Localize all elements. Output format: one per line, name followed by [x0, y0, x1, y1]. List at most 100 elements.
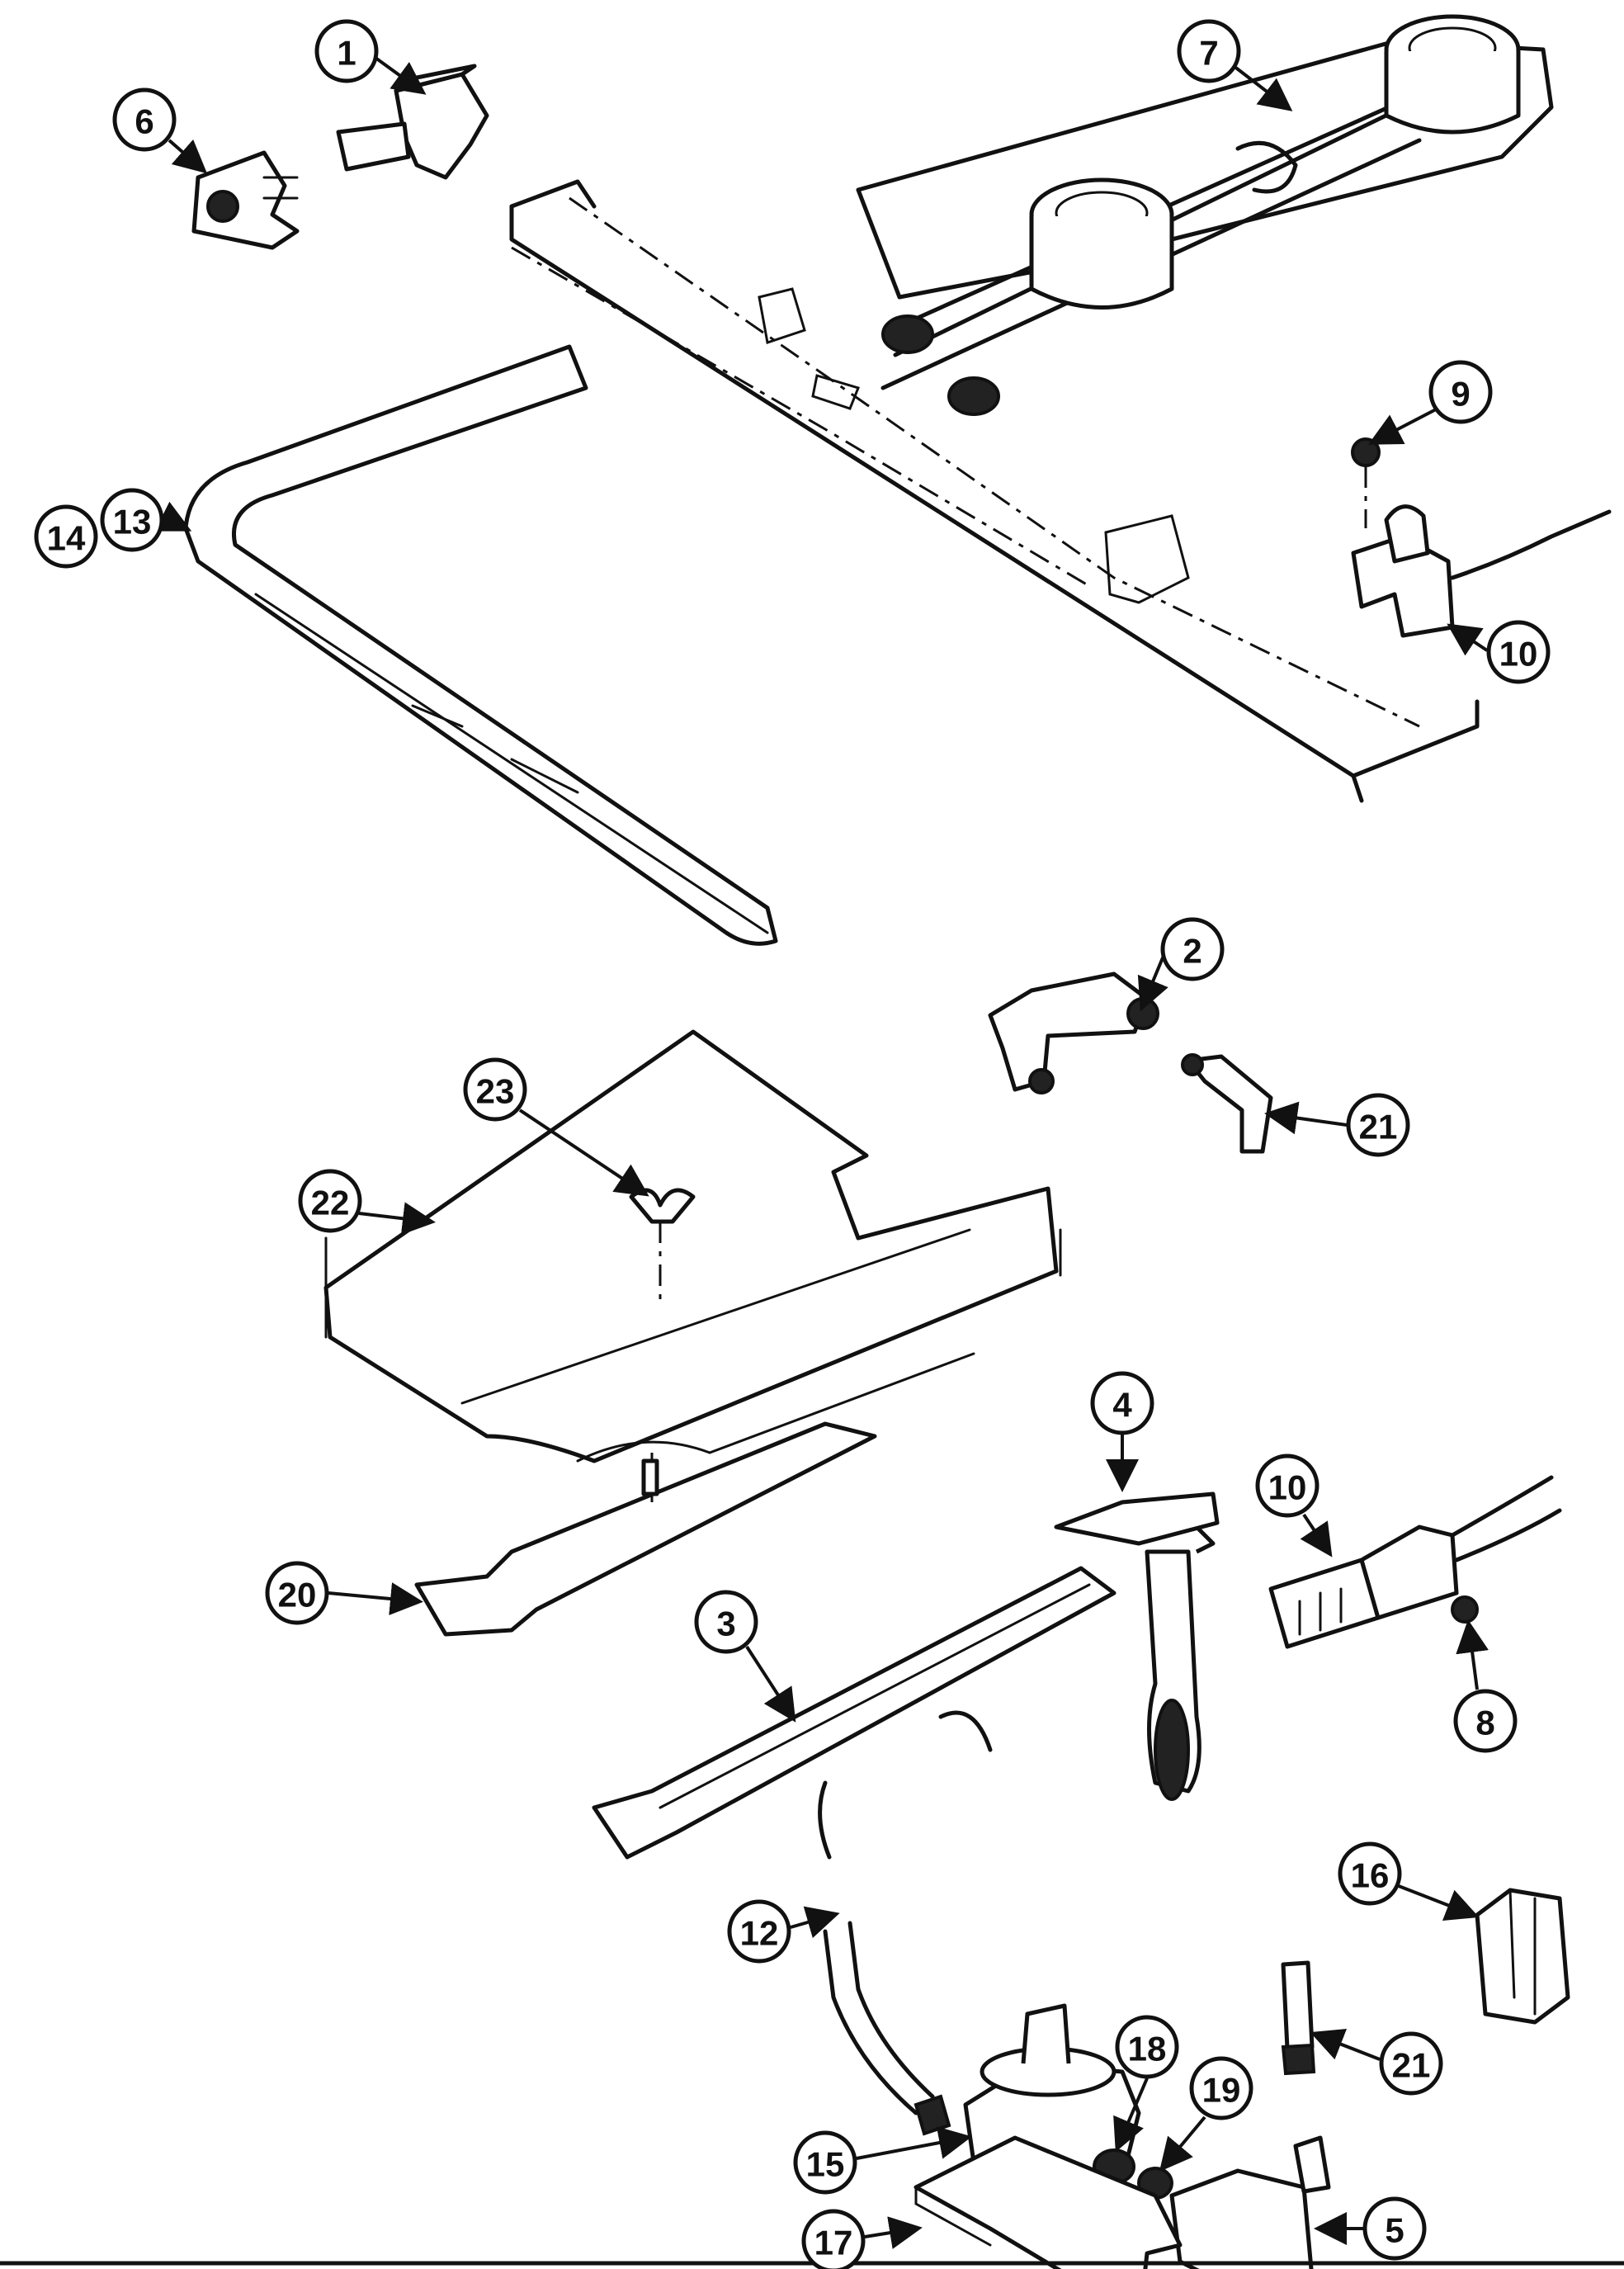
callout-bubble: [1379, 2031, 1443, 2096]
callout-5-4: 5: [1314, 2196, 1427, 2261]
callout-bubble: [694, 1590, 758, 1654]
callout-label: 6: [135, 102, 153, 141]
callout-label: 9: [1451, 375, 1470, 414]
callout-15-14: 15: [793, 2126, 972, 2195]
callout-bubble: [314, 19, 379, 83]
screw-part-8: [1451, 1595, 1479, 1624]
callout-label: 10: [1499, 635, 1538, 674]
callout-8-7: 8: [1453, 1619, 1518, 1753]
callout-label: 23: [476, 1072, 515, 1111]
callout-bubble: [1255, 1454, 1320, 1518]
callout-leader: [1447, 623, 1489, 656]
callout-leader: [745, 1645, 796, 1723]
callout-leader: [168, 139, 208, 174]
callout-16-15: 16: [1338, 1841, 1480, 1922]
callout-2-1: 2: [1137, 917, 1225, 1012]
callout-3-2: 3: [694, 1590, 796, 1723]
callout-label: 12: [740, 1914, 779, 1953]
callout-leader: [518, 1109, 649, 1197]
callout-leader: [1159, 2115, 1206, 2172]
callout-bubble: [727, 1899, 791, 1964]
callout-label: 21: [1392, 2046, 1431, 2085]
callout-leader: [1137, 955, 1168, 1012]
bake-burner-part-3: [592, 1516, 1216, 1860]
callout-10-9: 10: [1447, 620, 1551, 684]
callout-4-3: 4: [1090, 1371, 1154, 1492]
callout-1-0: 1: [314, 19, 427, 95]
callout-bubble: [1115, 2015, 1179, 2079]
callout-leader: [1232, 64, 1293, 111]
callout-leader: [1398, 1884, 1480, 1922]
mounting-bracket-part-17: [914, 2135, 1183, 2269]
callout-bubble: [463, 1057, 527, 1122]
callout-label: 17: [814, 2224, 853, 2262]
callout-bubble: [793, 2130, 857, 2195]
callout-bubble: [801, 2209, 866, 2269]
callout-22-22: 22: [298, 1169, 436, 1236]
igniter-part-10-lower: [1268, 1475, 1562, 1649]
burner-assembly-part-7: [856, 14, 1554, 416]
callout-label: 16: [1351, 1856, 1390, 1895]
callout-leader: [328, 1582, 423, 1615]
callout-leader: [864, 2216, 923, 2249]
callout-label: 21: [1359, 1108, 1398, 1146]
callout-bubble: [1453, 1689, 1518, 1753]
callout-20-19: 20: [265, 1561, 423, 1625]
callout-leader: [358, 1202, 436, 1236]
callout-18-17: 18: [1113, 2015, 1179, 2153]
callout-bubble: [1090, 1371, 1154, 1435]
callout-13-12: 13: [100, 488, 192, 552]
bracket-part-10-upper: [1351, 504, 1612, 638]
callout-label: 2: [1183, 932, 1201, 971]
callout-bubble: [100, 488, 164, 552]
callout-label: 8: [1475, 1704, 1494, 1742]
callout-bubble: [1160, 917, 1225, 981]
callout-10-10: 10: [1255, 1454, 1333, 1558]
tube-part-21-upper: [1181, 1053, 1273, 1154]
callout-bubble: [265, 1561, 329, 1625]
callout-6-5: 6: [112, 87, 208, 174]
callout-label: 15: [806, 2145, 845, 2184]
callout-label: 13: [113, 503, 152, 541]
callout-bubble: [1428, 360, 1493, 424]
callout-bubble: [1177, 19, 1241, 83]
callout-21-21: 21: [1310, 2028, 1443, 2096]
callout-leader: [374, 56, 427, 95]
callout-9-8: 9: [1367, 360, 1493, 445]
callout-label: 7: [1199, 34, 1218, 73]
callout-label: 4: [1112, 1386, 1132, 1425]
callout-bubble: [1189, 2056, 1253, 2120]
bracket-part-6: [191, 150, 300, 250]
safety-valve-part-5: [1169, 2135, 1331, 2269]
callout-leader: [154, 501, 192, 532]
burner-bracket-part-20: [414, 1421, 877, 1637]
callout-14-13: 14: [34, 504, 98, 569]
callout-12-11: 12: [727, 1899, 840, 1964]
burner-box-frame: [509, 179, 1480, 803]
screw-part-9: [1351, 437, 1381, 528]
callout-label: 22: [311, 1184, 350, 1222]
callout-17-16: 17: [801, 2209, 923, 2269]
callout-leader: [1367, 407, 1438, 445]
orifice-elbow-part-2: [988, 971, 1159, 1094]
callout-label: 1: [337, 34, 356, 73]
callout-label: 14: [47, 519, 86, 558]
callout-label: 19: [1202, 2071, 1241, 2110]
callout-leader: [856, 2126, 972, 2160]
callout-bubble: [1338, 1841, 1402, 1906]
callout-leader: [1300, 1513, 1333, 1558]
callout-23-23: 23: [463, 1057, 649, 1197]
baffle-sheet-part-22: [323, 1029, 1062, 1463]
gas-tube-part-12: [818, 1710, 993, 2136]
bracket-part-4: [1054, 1491, 1220, 1801]
callout-leader: [1113, 2078, 1149, 2153]
callout-7-6: 7: [1177, 19, 1293, 111]
tube-part-21-lower: [1281, 1960, 1316, 2076]
callout-label: 20: [278, 1576, 317, 1614]
callout-leader: [1456, 1619, 1489, 1690]
callout-bubble: [298, 1169, 362, 1233]
manifold-rail-part-13-14: [183, 344, 778, 946]
callout-bubble: [1346, 1093, 1410, 1157]
callout-21-20: 21: [1264, 1093, 1410, 1157]
callout-19-18: 19: [1159, 2056, 1253, 2172]
